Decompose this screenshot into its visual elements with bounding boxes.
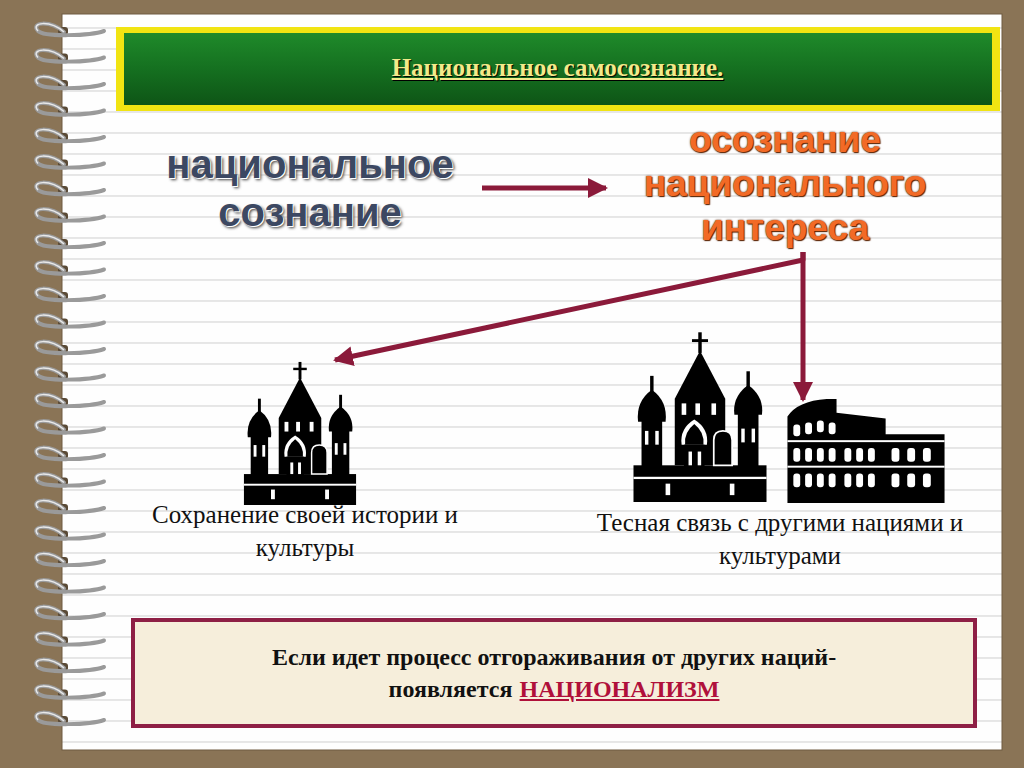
spiral-ring: [36, 209, 104, 221]
arrow-connector: [482, 186, 606, 191]
spiral-ring: [36, 368, 104, 380]
spiral-highlight: [36, 103, 64, 111]
spiral-ring: [36, 580, 104, 592]
spiral-ring: [36, 633, 104, 645]
concept-text-node: национальное сознание: [140, 140, 480, 236]
spiral-highlight: [36, 77, 64, 85]
spiral-highlight: [36, 183, 64, 191]
spiral-ring: [36, 421, 104, 433]
title-text: Национальное самосознание.: [392, 54, 724, 82]
title-banner-border: [116, 27, 1000, 111]
spiral-ring: [36, 607, 104, 619]
spiral-highlight: [36, 660, 64, 668]
spiral-ring: [36, 103, 104, 115]
ruled-lines: [62, 14, 1002, 750]
spiral-ring: [36, 395, 104, 407]
concept-text-node: осознание национального интереса: [610, 118, 960, 250]
spiral-highlight: [36, 448, 64, 456]
spiral-highlight: [36, 633, 64, 641]
spiral-binding: [36, 24, 104, 725]
node-text: Сохранение своей истории и культуры: [140, 498, 470, 564]
spiral-highlight: [36, 421, 64, 429]
spiral-highlight: [36, 554, 64, 562]
spiral-ring: [36, 315, 104, 327]
spiral-ring: [36, 289, 104, 301]
spiral-ring: [36, 474, 104, 486]
colosseum-illustration: [787, 399, 944, 503]
paper-sheet: [62, 14, 1002, 750]
church-illustration: [244, 362, 356, 505]
spiral-highlight: [36, 580, 64, 588]
arrow-connector: [801, 252, 806, 400]
spiral-ring: [36, 156, 104, 168]
spiral-highlight: [36, 527, 64, 535]
spiral-ring: [36, 686, 104, 698]
spiral-highlight: [36, 24, 64, 32]
node-text: национальное сознание: [140, 140, 480, 236]
spiral-highlight: [36, 209, 64, 217]
spiral-ring: [36, 501, 104, 513]
spiral-ring: [36, 713, 104, 725]
title-banner: [124, 33, 992, 105]
conclusion-box-frame: [133, 620, 975, 726]
spiral-ring: [36, 448, 104, 460]
spiral-highlight: [36, 395, 64, 403]
spiral-highlight: [36, 713, 64, 721]
spiral-highlight: [36, 342, 64, 350]
spiral-highlight: [36, 368, 64, 376]
spiral-highlight: [36, 156, 64, 164]
spiral-highlight: [36, 501, 64, 509]
conclusion-line: Если идет процесс отгораживания от други…: [219, 641, 889, 705]
spiral-ring: [36, 554, 104, 566]
paper-edge: [62, 14, 1002, 750]
spiral-highlight: [36, 607, 64, 615]
spiral-ring: [36, 130, 104, 142]
spiral-ring: [36, 50, 104, 62]
arrow-connector: [335, 252, 803, 360]
spiral-highlight: [36, 474, 64, 482]
spiral-highlight: [36, 262, 64, 270]
node-text: Тесная связь с другими нациями и культур…: [580, 506, 980, 572]
node-text: осознание национального интереса: [610, 118, 960, 250]
spiral-ring: [36, 262, 104, 274]
spiral-highlight: [36, 315, 64, 323]
spiral-ring: [36, 660, 104, 672]
spiral-ring: [36, 24, 104, 36]
spiral-ring: [36, 183, 104, 195]
outcome-node: Тесная связь с другими нациями и культур…: [580, 398, 980, 572]
spiral-highlight: [36, 130, 64, 138]
spiral-ring: [36, 342, 104, 354]
spiral-ring: [36, 77, 104, 89]
spiral-highlight: [36, 236, 64, 244]
spiral-ring: [36, 236, 104, 248]
spiral-highlight: [36, 289, 64, 297]
conclusion-box: Если идет процесс отгораживания от други…: [133, 620, 975, 726]
spiral-ring: [36, 527, 104, 539]
church-illustration: [633, 332, 766, 502]
title: Национальное самосознание.: [115, 26, 1000, 110]
outcome-node: Сохранение своей истории и культуры: [140, 358, 470, 564]
spiral-highlight: [36, 50, 64, 58]
highlight-term: НАЦИОНАЛИЗМ: [520, 676, 720, 702]
spiral-highlight: [36, 686, 64, 694]
